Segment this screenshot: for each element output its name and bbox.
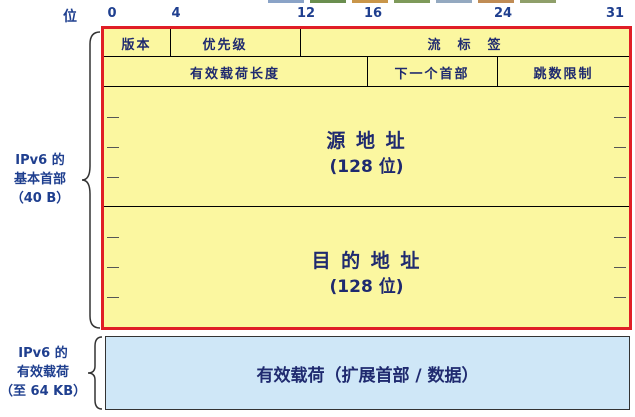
version-divider <box>170 28 171 56</box>
length-divider <box>367 56 368 86</box>
bit-tick-0: 0 <box>107 6 117 21</box>
tick-right-3 <box>614 177 626 178</box>
source-bottom-line <box>103 206 630 207</box>
tick-right-5 <box>614 267 626 268</box>
side-label-payload: IPv6 的 有效载荷 （至 64 KB） <box>0 344 86 401</box>
field-destination-size: (128 位) <box>329 277 404 297</box>
tick-left-3 <box>107 177 119 178</box>
field-destination-address: 目 的 地 址 <box>311 250 422 272</box>
tick-left-2 <box>107 147 119 148</box>
tick-right-4 <box>614 237 626 238</box>
tick-left-4 <box>107 237 119 238</box>
field-source-size: (128 位) <box>329 157 404 177</box>
tick-left-5 <box>107 267 119 268</box>
payload-brace <box>87 336 103 410</box>
bit-tick-16: 16 <box>363 6 383 21</box>
side-header-line3: （40 B） <box>10 191 70 206</box>
next-header-divider <box>497 56 498 86</box>
side-payload-line2: 有效载荷 <box>16 365 69 380</box>
field-priority: 优先级 <box>202 37 248 53</box>
top-swatch-3 <box>352 0 388 3</box>
ipv6-payload-block: 有效载荷（扩展首部 / 数据） <box>105 336 630 410</box>
field-hop-limit: 跳数限制 <box>533 66 594 82</box>
bit-tick-12: 12 <box>296 6 316 21</box>
tick-right-1 <box>614 117 626 118</box>
row2-bottom-line <box>103 86 630 87</box>
side-label-header: IPv6 的 基本首部 （40 B） <box>0 151 80 208</box>
top-swatch-7 <box>520 0 556 3</box>
side-payload-line3: （至 64 KB） <box>0 384 87 399</box>
bit-tick-4: 4 <box>171 6 181 21</box>
bit-axis-label: 位 <box>63 9 77 25</box>
row1-bottom-line <box>103 56 630 57</box>
bit-tick-31: 31 <box>605 6 625 21</box>
side-payload-line1: IPv6 的 <box>18 346 68 361</box>
field-flow-label: 流 标 签 <box>427 37 503 53</box>
top-swatch-6 <box>478 0 514 3</box>
side-header-line2: 基本首部 <box>13 172 66 187</box>
field-payload-length: 有效载荷长度 <box>189 66 280 82</box>
field-version: 版本 <box>121 37 152 53</box>
top-swatch-4 <box>394 0 430 3</box>
tick-left-1 <box>107 117 119 118</box>
top-swatch-2 <box>310 0 346 3</box>
tick-left-6 <box>107 297 119 298</box>
priority-divider <box>300 28 301 56</box>
bit-tick-24: 24 <box>493 6 513 21</box>
top-swatch-5 <box>436 0 472 3</box>
top-swatch-1 <box>268 0 304 3</box>
field-next-header: 下一个首部 <box>394 66 470 82</box>
tick-right-2 <box>614 147 626 148</box>
header-brace <box>81 31 101 329</box>
side-header-line1: IPv6 的 <box>15 153 65 168</box>
tick-right-6 <box>614 297 626 298</box>
ipv6-base-header: 版本 优先级 流 标 签 有效载荷长度 下一个首部 跳数限制 源 地 址 (12… <box>103 28 630 328</box>
field-source-address: 源 地 址 <box>326 130 407 152</box>
